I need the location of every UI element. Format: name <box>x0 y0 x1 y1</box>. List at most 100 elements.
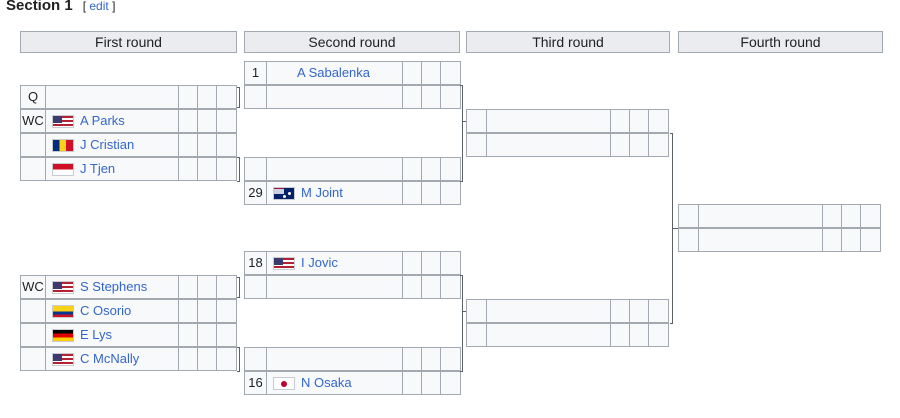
score-cell <box>422 348 441 370</box>
score-cell <box>422 62 441 84</box>
score-cell <box>217 158 236 180</box>
score-cell <box>823 229 842 251</box>
flag-icon <box>52 138 74 152</box>
seed-cell <box>21 300 46 322</box>
score-cell <box>861 205 880 227</box>
seed-cell <box>679 205 699 227</box>
r1-entry-row: J Tjen <box>20 157 237 181</box>
score-cell <box>179 300 198 322</box>
score-cell <box>217 348 236 370</box>
seed-cell <box>679 229 699 251</box>
seed-cell <box>21 134 46 156</box>
bracket-connector-line <box>462 121 466 122</box>
player-name[interactable]: N Osaka <box>301 375 352 390</box>
score-cell <box>179 348 198 370</box>
bracket-connector-line <box>237 87 240 88</box>
player-name[interactable]: A Parks <box>80 113 125 128</box>
seed-cell <box>21 348 46 370</box>
bracket-connector-line <box>237 277 240 278</box>
player-name[interactable]: C McNally <box>80 351 140 366</box>
player-name[interactable]: S Stephens <box>80 279 148 294</box>
score-cell <box>611 300 630 322</box>
r2-entry-row: 1 A Sabalenka <box>244 61 461 85</box>
score-cell <box>403 182 422 204</box>
r3-entry-row <box>466 133 669 157</box>
player-name[interactable]: M Joint <box>301 185 343 200</box>
score-cell <box>403 62 422 84</box>
score-cell <box>403 276 422 298</box>
round-header-third: Third round <box>466 31 670 53</box>
bracket-connector-line <box>237 371 240 372</box>
score-cell <box>198 158 217 180</box>
score-cell <box>441 86 460 108</box>
score-cell <box>179 86 198 108</box>
score-cell <box>611 110 630 132</box>
score-cell <box>198 134 217 156</box>
seed-cell: 1 <box>245 62 267 84</box>
r1-entry-row: C Osorio <box>20 299 237 323</box>
player-cell: A Sabalenka <box>267 62 403 84</box>
score-cell <box>179 276 198 298</box>
r2-entry-row <box>244 157 461 181</box>
edit-link[interactable]: edit <box>89 0 109 13</box>
bracket-connector-line <box>462 85 463 181</box>
bracket-connector-line <box>237 181 240 182</box>
player-name[interactable]: J Cristian <box>80 137 135 152</box>
player-name[interactable]: E Lys <box>80 327 113 342</box>
score-cell <box>422 86 441 108</box>
player-cell <box>699 205 823 227</box>
player-cell: S Stephens <box>46 276 179 298</box>
seed-cell <box>245 86 267 108</box>
score-cell <box>611 134 630 156</box>
player-name[interactable]: I Jovic <box>301 255 338 270</box>
player-cell: C McNally <box>46 348 179 370</box>
score-cell <box>198 86 217 108</box>
round-header-first: First round <box>20 31 237 53</box>
score-cell <box>842 205 861 227</box>
section-title: Section 1 <box>6 0 73 14</box>
edit-section: [ edit ] <box>82 0 116 13</box>
score-cell <box>198 300 217 322</box>
r1-entry-row: C McNally <box>20 347 237 371</box>
seed-cell <box>467 300 487 322</box>
player-name[interactable]: C Osorio <box>80 303 132 318</box>
score-cell <box>441 252 460 274</box>
score-cell <box>649 324 668 346</box>
player-cell: J Cristian <box>46 134 179 156</box>
r3-entry-row <box>466 299 669 323</box>
bracket-connector-line <box>239 347 240 371</box>
score-cell <box>217 110 236 132</box>
flag-icon <box>273 376 295 390</box>
player-name[interactable]: J Tjen <box>80 161 116 176</box>
score-cell <box>441 182 460 204</box>
r3-entry-row <box>466 109 669 133</box>
player-cell <box>267 86 403 108</box>
r1-entry-row: Q <box>20 85 237 109</box>
player-cell: E Lys <box>46 324 179 346</box>
score-cell <box>217 86 236 108</box>
player-cell <box>699 229 823 251</box>
bracket-connector-line <box>462 275 463 371</box>
r4-entry-row <box>678 204 881 228</box>
bracket-connector-line <box>672 228 678 229</box>
player-cell <box>487 134 611 156</box>
score-cell <box>823 205 842 227</box>
score-cell <box>179 110 198 132</box>
player-cell <box>267 276 403 298</box>
seed-cell <box>467 134 487 156</box>
round-header-second: Second round <box>244 31 460 53</box>
player-name[interactable]: A Sabalenka <box>297 65 371 80</box>
bracket-connector-line <box>460 85 463 86</box>
score-cell <box>403 158 422 180</box>
score-cell <box>441 158 460 180</box>
player-cell: N Osaka <box>267 372 403 394</box>
player-cell: C Osorio <box>46 300 179 322</box>
bracket-connector-line <box>237 107 240 108</box>
r1-entry-row: E Lys <box>20 323 237 347</box>
r1-entry-row: J Cristian <box>20 133 237 157</box>
score-cell <box>630 134 649 156</box>
player-cell <box>487 300 611 322</box>
